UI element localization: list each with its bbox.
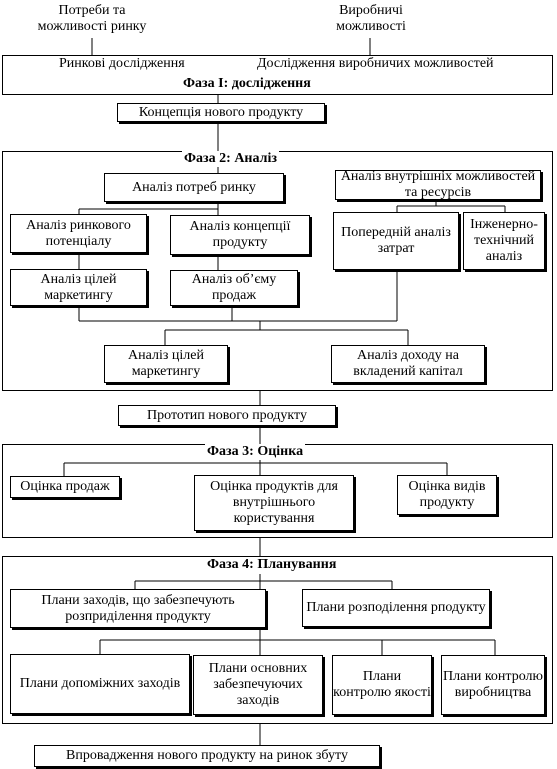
phase-1-box: Ринкові дослідження Дослідження виробнич… bbox=[2, 55, 553, 95]
sales-evaluation-box: Оцінка продаж bbox=[10, 476, 120, 498]
production-research-label: Дослідження виробничих можливостей bbox=[257, 56, 494, 71]
new-product-prototype-box: Прототип нового продукту bbox=[118, 405, 336, 426]
internal-use-evaluation-box: Оцінка продуктів для внутрішнього корист… bbox=[194, 475, 354, 531]
production-control-plans-box: Плани контролю виробництва bbox=[441, 655, 545, 715]
quality-control-plans-box: Плани контролю якості bbox=[332, 655, 432, 715]
phase-3-title: Фаза 3: Оцінка bbox=[205, 444, 306, 460]
distribution-plans-box: Плани розподілення рподукту bbox=[302, 589, 490, 627]
production-capabilities-label: Виробничі можливості bbox=[336, 3, 406, 34]
market-potential-analysis-box: Аналіз ринкового потенціалу bbox=[10, 214, 147, 253]
phase-1-title: Фаза I: дослідження bbox=[183, 76, 311, 91]
phase-2-title: Фаза 2: Аналіз bbox=[182, 151, 279, 167]
main-support-plans-box: Плани основних забезпечуючих заходів bbox=[193, 655, 323, 715]
engineering-analysis-box: Інженерно-технічний аналіз bbox=[463, 212, 545, 270]
distribution-measures-plans-box: Плани заходів, що забезпечують розприділ… bbox=[10, 589, 266, 628]
product-concept-analysis-box: Аналіз концепції продукту bbox=[170, 215, 310, 255]
market-research-label: Ринкові дослідження bbox=[59, 56, 185, 71]
phase-4-title: Фаза 4: Планування bbox=[205, 557, 339, 573]
phase-4-frame bbox=[2, 556, 553, 724]
market-needs-label: Потреби та можливості ринку bbox=[37, 3, 147, 34]
product-launch-box: Впровадження нового продукту на ринок зб… bbox=[34, 745, 380, 767]
internal-resources-analysis-box: Аналіз внутрішніх можливостей та ресурсі… bbox=[335, 169, 541, 200]
new-product-concept-box: Концепція нового продукту bbox=[117, 103, 325, 122]
auxiliary-measures-plans-box: Плани допоміжних заходів bbox=[10, 654, 190, 714]
sales-volume-analysis-box: Аналіз об’єму продаж bbox=[170, 270, 298, 306]
preliminary-cost-analysis-box: Попередній аналіз затрат bbox=[333, 212, 459, 270]
marketing-goals-analysis-box-1: Аналіз цілей маркетингу bbox=[10, 269, 147, 306]
marketing-goals-analysis-box-2: Аналіз цілей маркетингу bbox=[104, 345, 228, 383]
roi-analysis-box: Аналіз доходу на вкладений капітал bbox=[331, 345, 485, 383]
product-types-evaluation-box: Оцінка видів продукту bbox=[397, 475, 497, 515]
market-needs-analysis-box: Аналіз потреб ринку bbox=[104, 173, 284, 202]
